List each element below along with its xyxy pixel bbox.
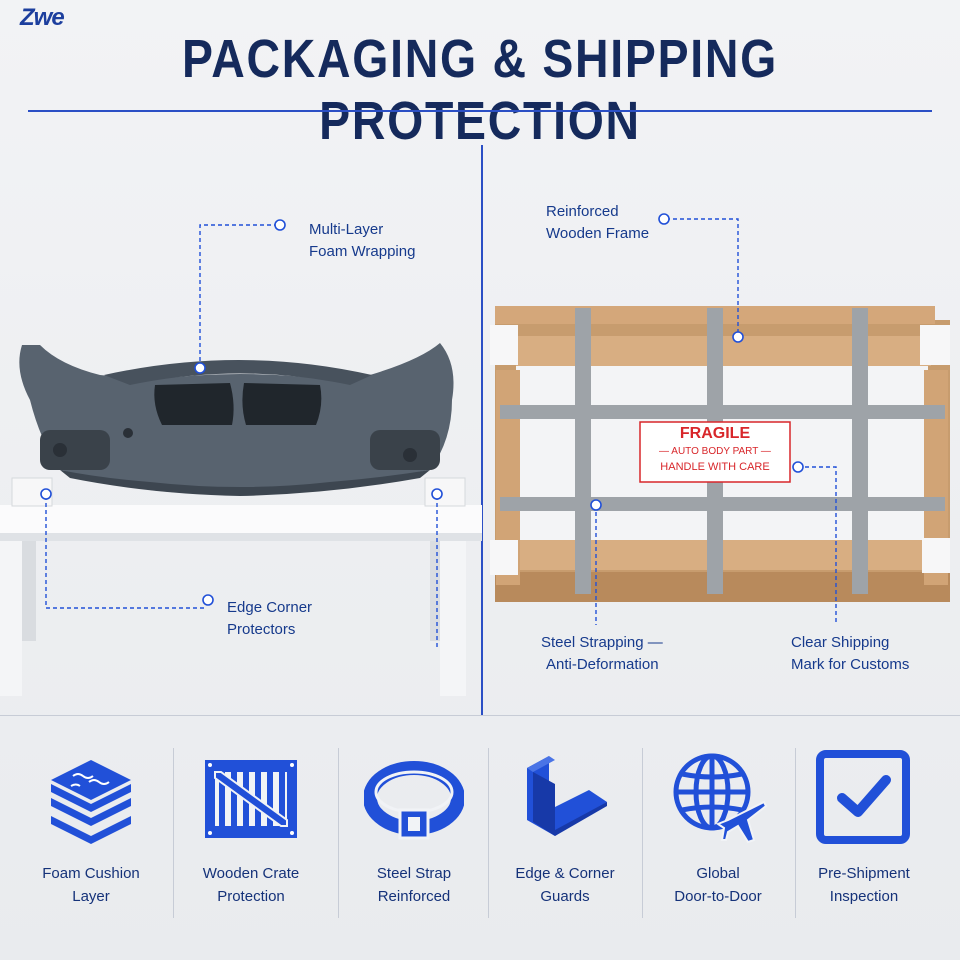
brand-logo: Zwe (20, 4, 65, 31)
globe-plane-icon (673, 753, 768, 844)
feature-label-line2: Reinforced (377, 888, 451, 905)
fragile-instruction: HANDLE WITH CARE (660, 461, 770, 473)
feature-separator (173, 748, 174, 918)
bumper (19, 343, 454, 496)
callout-corner: Edge Corner Protectors (227, 597, 312, 641)
section-divider (0, 715, 960, 716)
feature-label-line1: Wooden Crate (202, 865, 300, 882)
feature-label-line2: Inspection (829, 888, 899, 905)
steel-straps (500, 308, 945, 594)
callout-foam-line1: Multi-Layer (309, 221, 384, 238)
feature-label-line2: Protection (217, 888, 285, 905)
callout-strap: Steel Strapping — Anti-Deformation (541, 632, 663, 676)
display-table (0, 505, 482, 696)
title-divider (28, 110, 932, 112)
callout-mark-line2: Mark for Customs (791, 656, 910, 673)
feature-label-line1: Foam Cushion (42, 865, 140, 882)
feature-label-line2: Door-to-Door (674, 888, 762, 905)
callout-foam: Multi-Layer Foam Wrapping (309, 219, 415, 263)
feature-label-line1: Global (696, 865, 740, 882)
bumper-illustration (0, 213, 950, 696)
feature-steel-strap: Steel Strap Reinforced (334, 740, 494, 940)
callout-frame-line1: Reinforced (546, 203, 619, 220)
feature-separator (795, 748, 796, 918)
feature-label-line1: Edge & Corner (515, 865, 615, 882)
wooden-crate-icon (205, 760, 297, 838)
feature-separator (642, 748, 643, 918)
callout-foam-line2: Foam Wrapping (309, 243, 416, 260)
page-title: PACKAGING & SHIPPING PROTECTION (181, 29, 779, 151)
fragile-subtitle: — AUTO BODY PART — (659, 446, 771, 457)
callout-corner-line1: Edge Corner (227, 599, 313, 616)
callout-strap-line1: Steel Strapping — (541, 634, 663, 651)
fragile-label-text: FRAGILE — AUTO BODY PART — HANDLE WITH C… (640, 424, 790, 475)
feature-inspection: Pre-Shipment Inspection (784, 740, 944, 940)
callout-frame-line2: Wooden Frame (546, 225, 650, 242)
callout-lines-right (595, 218, 837, 625)
feature-label-line2: Layer (72, 888, 110, 905)
callout-mark-line1: Clear Shipping (791, 634, 890, 651)
callout-frame: Reinforced Wooden Frame (546, 201, 649, 245)
fragile-title: FRAGILE (679, 425, 751, 442)
checkbox-icon (816, 750, 910, 844)
callout-mark: Clear Shipping Mark for Customs (791, 632, 909, 676)
steel-strap-icon (364, 761, 464, 840)
panel-divider (481, 145, 483, 715)
corner-protector-right (424, 477, 466, 507)
feature-label-line1: Steel Strap (376, 865, 452, 882)
feature-global-shipping: Global Door-to-Door (638, 740, 798, 940)
callout-strap-line2: Anti-Deformation (546, 656, 659, 673)
feature-label-line2: Guards (540, 888, 590, 905)
fragile-label (639, 421, 791, 483)
callout-dots-right (590, 213, 804, 511)
feature-label-line1: Pre-Shipment (818, 865, 910, 882)
foam-layers-icon (51, 760, 131, 844)
callout-lines-left (45, 224, 438, 650)
feature-foam-cushion: Foam Cushion Layer (11, 740, 171, 940)
feature-wooden-crate: Wooden Crate Protection (171, 740, 331, 940)
feature-separator (488, 748, 489, 918)
feature-separator (338, 748, 339, 918)
callout-corner-line2: Protectors (227, 621, 296, 638)
corner-protector-left (11, 477, 53, 507)
feature-corner-guard: Edge & Corner Guards (485, 740, 645, 940)
callout-dots-left (40, 219, 443, 606)
corner-guard-icon (527, 756, 607, 836)
